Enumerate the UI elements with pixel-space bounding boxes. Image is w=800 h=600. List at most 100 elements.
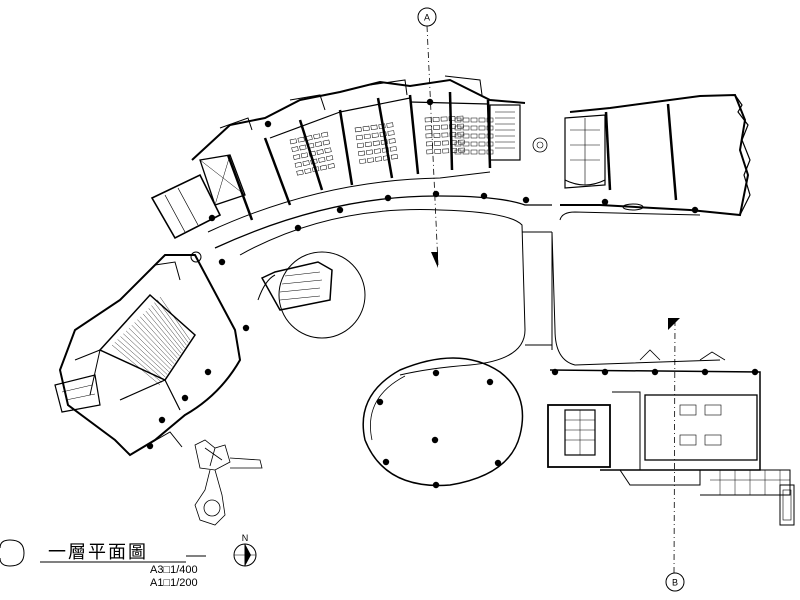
desk	[297, 136, 305, 143]
classroom-wing	[150, 75, 552, 249]
column	[294, 224, 302, 232]
desk	[296, 169, 304, 176]
desk	[462, 125, 470, 131]
desk	[486, 117, 494, 123]
desk	[387, 130, 395, 136]
desk	[450, 148, 458, 153]
scale-a3: A3□1/400	[150, 564, 198, 576]
desk	[359, 158, 367, 164]
desk	[363, 133, 371, 140]
desk	[316, 149, 324, 155]
desk	[470, 125, 478, 131]
column	[382, 458, 390, 466]
desk	[462, 117, 470, 123]
desk	[304, 168, 312, 174]
desk	[454, 141, 462, 147]
desk	[679, 434, 697, 446]
desk	[390, 154, 398, 160]
desk-grid	[424, 115, 466, 155]
desk	[478, 141, 486, 147]
desk	[454, 149, 462, 155]
column	[432, 481, 440, 489]
round-stair-tower	[257, 251, 366, 339]
column	[264, 120, 272, 128]
column	[384, 194, 392, 202]
playground-equipment	[194, 439, 263, 526]
desk	[449, 140, 457, 145]
desk	[432, 117, 440, 122]
desk	[478, 117, 486, 123]
desk	[441, 140, 449, 146]
desk	[679, 404, 697, 416]
desk	[314, 141, 323, 148]
column	[651, 368, 659, 376]
desk	[486, 141, 494, 147]
desk	[433, 132, 441, 138]
desk	[313, 133, 321, 140]
desk	[302, 160, 310, 167]
classroom-desks	[289, 115, 494, 176]
courtyard	[239, 209, 721, 376]
desk	[425, 133, 433, 139]
desk	[305, 135, 313, 141]
desk	[441, 124, 448, 130]
desk	[478, 149, 486, 155]
section-a-label: A	[424, 13, 430, 23]
desk	[440, 116, 448, 122]
desk	[381, 147, 389, 153]
desk	[367, 157, 375, 163]
column	[181, 394, 189, 402]
column	[376, 398, 384, 406]
desk	[382, 155, 391, 161]
desk	[388, 138, 396, 144]
desk	[470, 133, 478, 139]
column	[426, 98, 434, 106]
desk	[478, 125, 486, 131]
desk	[454, 117, 462, 123]
desk	[424, 117, 432, 123]
desk	[478, 133, 486, 139]
desk	[372, 140, 380, 146]
desk-grid	[289, 131, 335, 176]
desk	[307, 142, 315, 149]
column	[218, 258, 226, 266]
desk	[434, 148, 442, 154]
desk	[327, 163, 335, 169]
desk	[324, 147, 332, 154]
desk	[426, 149, 434, 155]
desk	[386, 122, 394, 128]
column	[432, 190, 440, 198]
desk	[433, 140, 441, 146]
desk	[318, 156, 326, 163]
north-label: N	[242, 533, 249, 543]
column	[431, 436, 439, 444]
desk-grid	[354, 122, 398, 164]
desk	[289, 138, 297, 145]
desk	[486, 125, 494, 131]
column	[242, 324, 250, 332]
desk	[470, 117, 478, 123]
desk	[486, 149, 494, 155]
column	[751, 368, 759, 376]
desk	[462, 141, 470, 147]
desk	[379, 131, 387, 137]
desk	[293, 154, 301, 160]
desk	[373, 148, 381, 154]
desk	[441, 132, 449, 138]
southeast-block	[547, 349, 795, 526]
desk	[380, 139, 388, 145]
desk	[299, 144, 307, 151]
desk	[371, 132, 379, 138]
column	[204, 368, 212, 376]
column	[522, 196, 530, 204]
oval-pavilion	[362, 357, 524, 487]
section-line-b: B	[665, 318, 685, 592]
desk	[362, 125, 370, 132]
desk	[319, 164, 328, 171]
column	[480, 192, 488, 200]
column	[494, 459, 502, 467]
desk	[312, 166, 320, 173]
desk	[425, 125, 432, 131]
desk	[375, 156, 383, 162]
